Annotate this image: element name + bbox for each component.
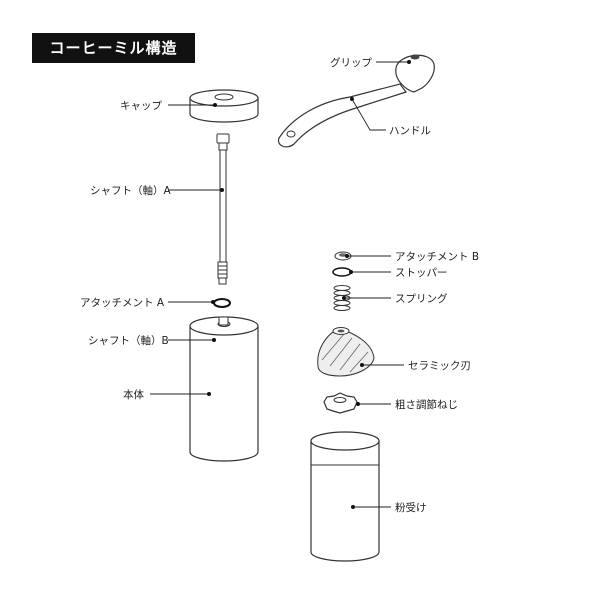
label-cap: キャップ — [120, 100, 162, 112]
powder-cup-part — [310, 431, 380, 562]
label-attachment-b: アタッチメント B — [395, 251, 479, 263]
label-shaft-a: シャフト（軸）A — [90, 184, 171, 197]
label-shaft-b: シャフト（軸）B — [88, 334, 169, 347]
ceramic-blade-part — [317, 327, 375, 377]
label-stopper: ストッパー — [395, 267, 448, 279]
cap-part — [189, 89, 259, 123]
adjust-nut-part — [323, 392, 358, 414]
label-ceramic-blade: セラミック刃 — [408, 360, 471, 372]
diagram-title: コーヒーミル構造 — [32, 33, 195, 63]
label-adjust-nut: 粗さ調節ねじ — [395, 398, 458, 411]
label-powder-cup: 粉受け — [395, 501, 427, 514]
stopper-part — [332, 267, 352, 277]
label-handle: ハンドル — [389, 125, 431, 137]
label-grip: グリップ — [330, 56, 372, 69]
label-spring: スプリング — [395, 292, 448, 305]
body-part — [189, 316, 259, 462]
label-body: 本体 — [123, 388, 144, 401]
spring-part — [333, 285, 351, 311]
label-attachment-a: アタッチメント A — [80, 297, 165, 309]
shaft-a-part — [216, 133, 230, 285]
handle-part — [277, 54, 435, 148]
attachment-a-part — [213, 298, 231, 308]
